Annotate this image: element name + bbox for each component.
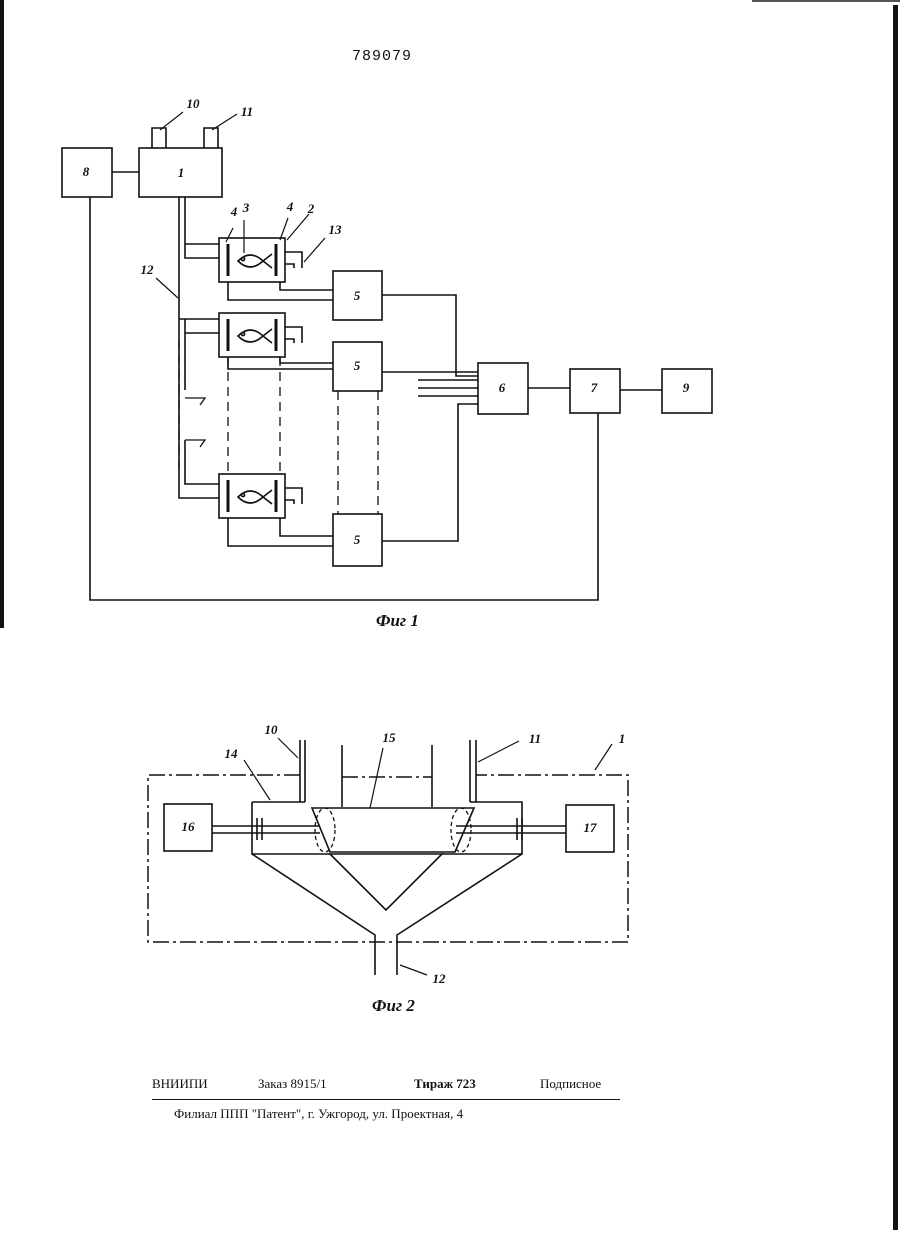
callout-4-left: 4 [230, 204, 238, 219]
figure-1-caption: Фиг 1 [376, 611, 419, 631]
vessel-15 [312, 808, 474, 852]
housing-1 [148, 775, 628, 942]
chamber-14 [252, 802, 522, 854]
block-17-label: 17 [584, 820, 598, 835]
pipe-11 [470, 740, 476, 802]
block-6-label: 6 [499, 380, 506, 395]
callout-4-right: 4 [286, 199, 294, 214]
imprint-subscription: Подписное [540, 1076, 601, 1092]
block-5-bottom-label: 5 [354, 532, 361, 547]
callout-1: 1 [619, 731, 626, 746]
block-9-label: 9 [683, 380, 690, 395]
block-1-label: 1 [178, 165, 185, 180]
callout-10: 10 [187, 96, 201, 111]
block-5-top-label: 5 [354, 288, 361, 303]
outlet-13-bottom [285, 488, 302, 504]
callout-15: 15 [383, 730, 397, 745]
imprint-address: Филиал ППП "Патент", г. Ужгород, ул. Про… [174, 1106, 463, 1122]
imprint-circulation: Тираж 723 [414, 1076, 476, 1092]
imprint-org: ВНИИПИ [152, 1076, 208, 1092]
callout-13: 13 [329, 222, 343, 237]
pipe-10 [300, 740, 305, 802]
outlet-13-top [285, 252, 302, 268]
figure-2-diagram: 16 17 10 14 15 11 1 12 [0, 700, 900, 1000]
figure-1-diagram: 1 8 5 5 5 6 7 9 10 11 4 3 4 2 13 12 [0, 0, 900, 640]
callout-3: 3 [242, 200, 250, 215]
pipe-11 [204, 128, 218, 148]
imprint-rule [152, 1099, 620, 1100]
imprint-order: Заказ 8915/1 [258, 1076, 327, 1092]
figure-2-caption: Фиг 2 [372, 996, 415, 1016]
callout-11: 11 [529, 731, 541, 746]
callout-14: 14 [225, 746, 239, 761]
block-8-label: 8 [83, 164, 90, 179]
outlet-13-middle [285, 327, 302, 343]
block-16-label: 16 [182, 819, 196, 834]
callout-11: 11 [241, 104, 253, 119]
pipe-10 [152, 128, 166, 148]
fish-icon [238, 254, 272, 504]
callout-10: 10 [265, 722, 279, 737]
callout-12: 12 [433, 971, 447, 986]
supply-pipe-12 [179, 197, 219, 498]
block-7-label: 7 [591, 380, 598, 395]
callout-2: 2 [307, 201, 315, 216]
block-5-middle-label: 5 [354, 358, 361, 373]
callout-12: 12 [141, 262, 155, 277]
feedback-loop [90, 197, 598, 600]
funnel [330, 854, 442, 910]
